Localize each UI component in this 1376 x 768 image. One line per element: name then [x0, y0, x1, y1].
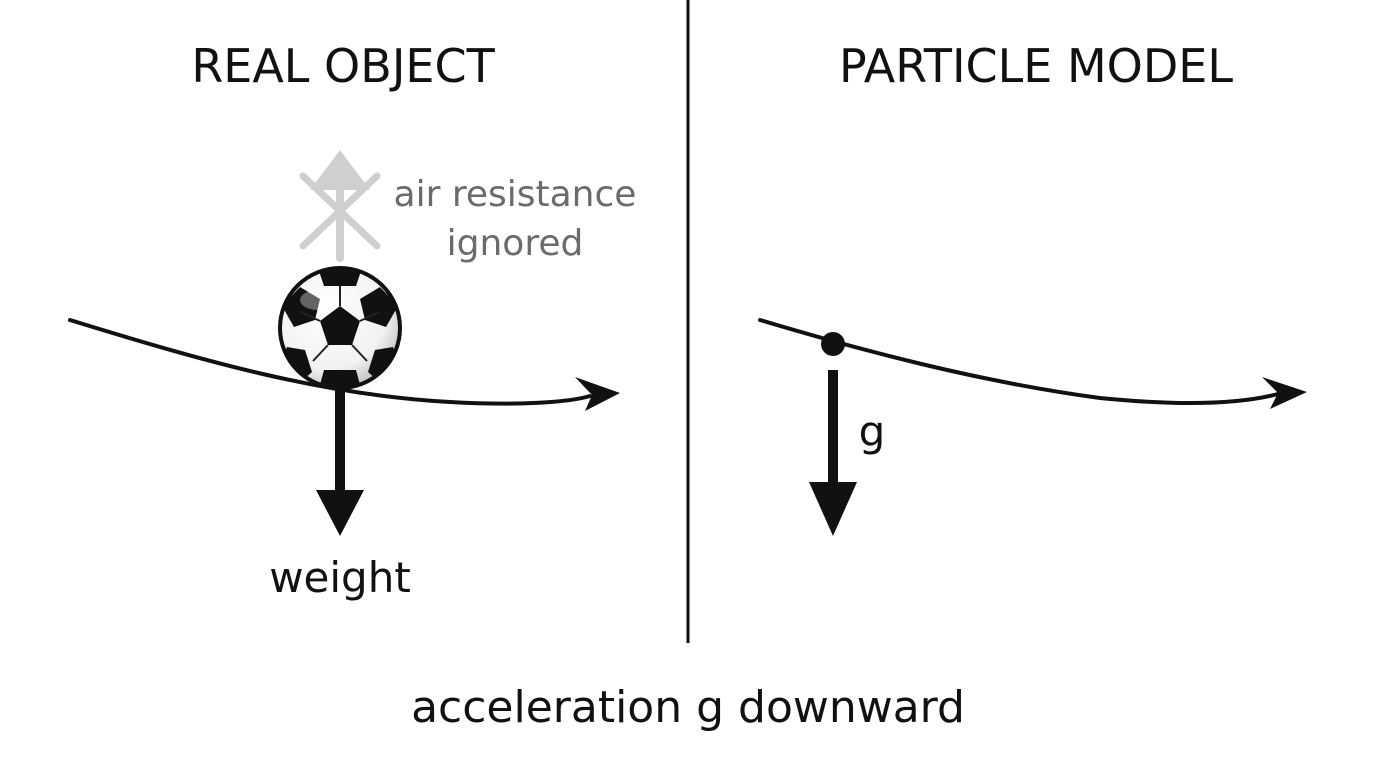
left-panel-title: REAL OBJECT: [191, 39, 495, 93]
g-label: g: [859, 407, 886, 456]
air-resistance-arrow-crossed-icon: [299, 150, 381, 262]
left-trajectory-arrowhead: [575, 377, 620, 411]
right-trajectory-curve: [758, 318, 1280, 405]
right-panel-title: PARTICLE MODEL: [839, 39, 1233, 93]
particle-point-mass: [821, 332, 845, 356]
right-trajectory-arrowhead: [1262, 377, 1307, 409]
air-resistance-label-line1: air resistance: [394, 174, 637, 215]
weight-arrowhead: [316, 490, 364, 536]
air-resistance-label-line2: ignored: [447, 223, 584, 264]
weight-label: weight: [269, 553, 411, 602]
bottom-caption: acceleration g downward: [411, 682, 965, 733]
left-trajectory-curve: [68, 318, 592, 406]
g-arrowhead: [809, 482, 857, 536]
